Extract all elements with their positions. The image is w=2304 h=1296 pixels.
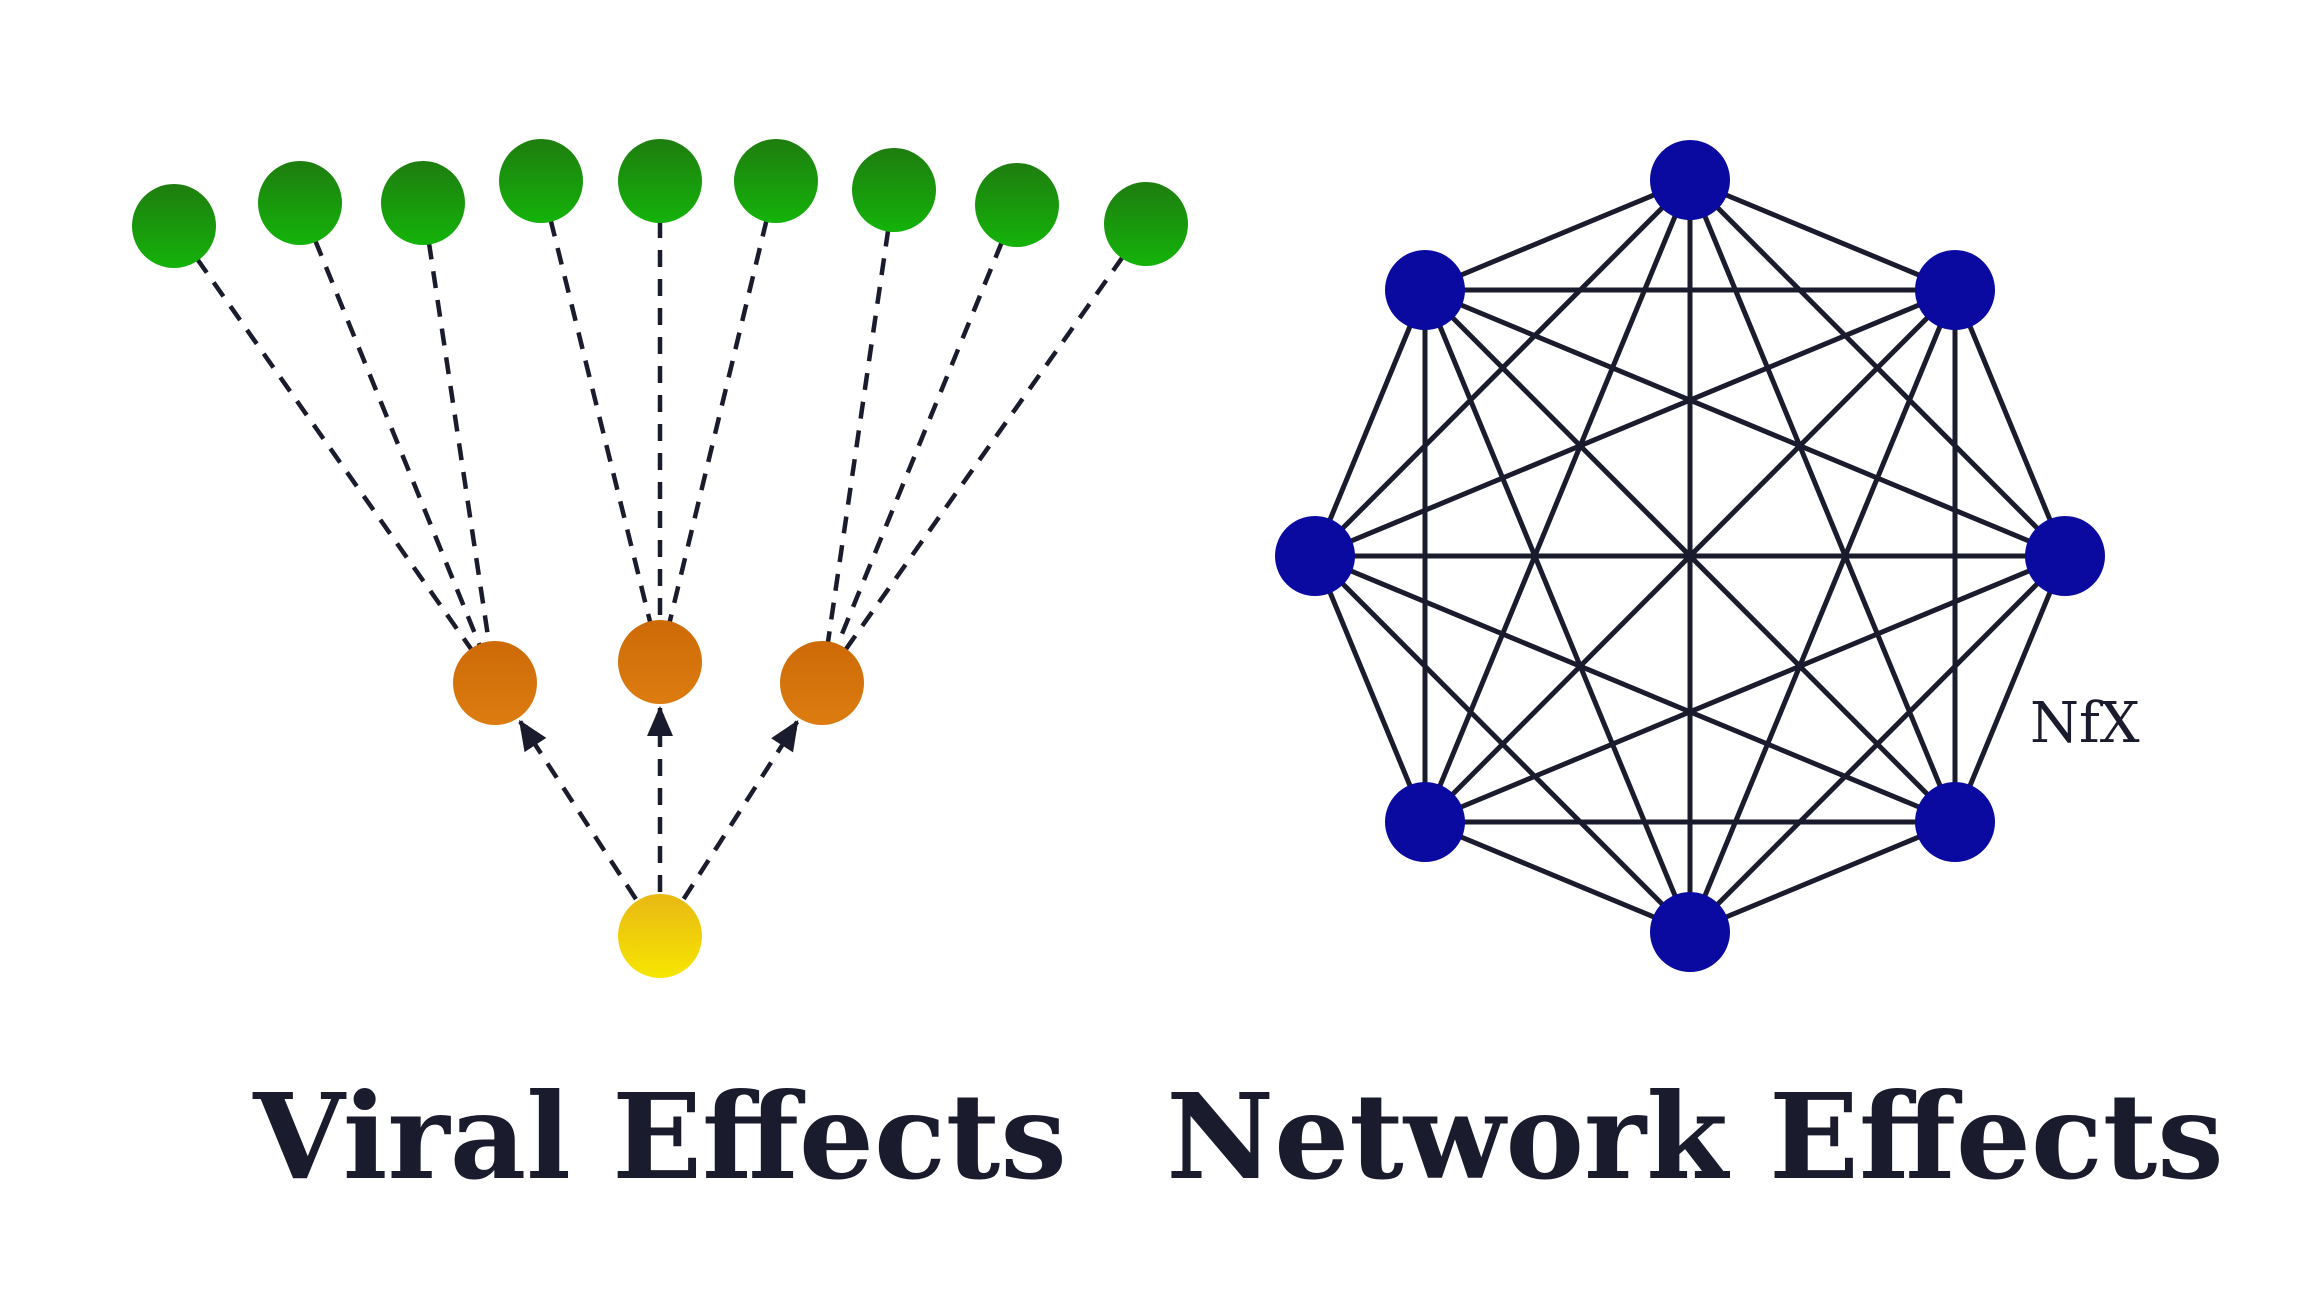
network-edge xyxy=(1312,289,1428,557)
network-edge xyxy=(1952,555,2068,823)
green-node xyxy=(258,161,342,245)
viral-share-edge xyxy=(666,219,769,626)
viral-edges xyxy=(195,219,1125,654)
network-edge xyxy=(1687,179,1958,823)
network-edge xyxy=(1422,289,1693,933)
network-node xyxy=(1650,140,1730,220)
network-node xyxy=(1915,250,1995,330)
network-edge xyxy=(1424,553,2066,825)
network-edge xyxy=(1422,179,1693,823)
network-edge xyxy=(1314,287,1956,559)
network-edge xyxy=(1424,819,1691,935)
viral-nodes xyxy=(132,139,1188,978)
green-node xyxy=(381,161,465,245)
green-node xyxy=(1104,182,1188,266)
viral-effects-caption: Viral Effects xyxy=(252,1067,1067,1206)
nfx-logo: NfX xyxy=(2030,691,2140,756)
green-node xyxy=(734,139,818,223)
viral-share-edge xyxy=(825,229,891,646)
network-node xyxy=(2025,516,2105,596)
green-node xyxy=(975,163,1059,247)
green-node xyxy=(618,139,702,223)
network-edge xyxy=(1952,289,2068,557)
network-effects-caption: Network Effects xyxy=(1166,1067,2223,1206)
viral-share-edge xyxy=(426,242,492,646)
network-effects-diagram xyxy=(1275,140,2105,972)
viral-share-edge xyxy=(195,257,475,654)
viral-share-edge xyxy=(548,219,654,626)
orange-node xyxy=(618,620,702,704)
network-nodes xyxy=(1275,140,2105,972)
network-edge xyxy=(1314,553,1956,825)
green-node xyxy=(852,148,936,232)
viral-arrows xyxy=(518,706,800,901)
network-edge xyxy=(1423,288,1957,824)
viral-invite-arrow xyxy=(681,720,800,901)
network-edge xyxy=(1424,177,1691,293)
network-edge xyxy=(1313,554,1692,934)
green-node xyxy=(132,184,216,268)
network-edge xyxy=(1689,177,1956,293)
network-edge xyxy=(1424,287,2066,559)
network-edges xyxy=(1312,177,2068,935)
orange-node xyxy=(780,641,864,725)
arrowhead-icon xyxy=(771,720,799,753)
green-node xyxy=(499,139,583,223)
network-edge xyxy=(1687,289,1958,933)
network-edge xyxy=(1312,555,1428,823)
viral-share-edge xyxy=(834,241,1004,649)
yellow-seed-node xyxy=(618,894,702,978)
network-edge xyxy=(1689,819,1956,935)
arrowhead-icon xyxy=(519,719,547,753)
network-node xyxy=(1385,782,1465,862)
orange-node xyxy=(453,641,537,725)
network-node xyxy=(1915,782,1995,862)
viral-invite-arrow xyxy=(518,720,638,901)
network-node xyxy=(1650,892,1730,972)
viral-share-edge xyxy=(312,239,483,649)
arrowhead-icon xyxy=(647,706,673,736)
network-node xyxy=(1385,250,1465,330)
network-node xyxy=(1275,516,1355,596)
viral-share-edge xyxy=(842,255,1125,654)
viral-effects-diagram xyxy=(132,139,1188,978)
